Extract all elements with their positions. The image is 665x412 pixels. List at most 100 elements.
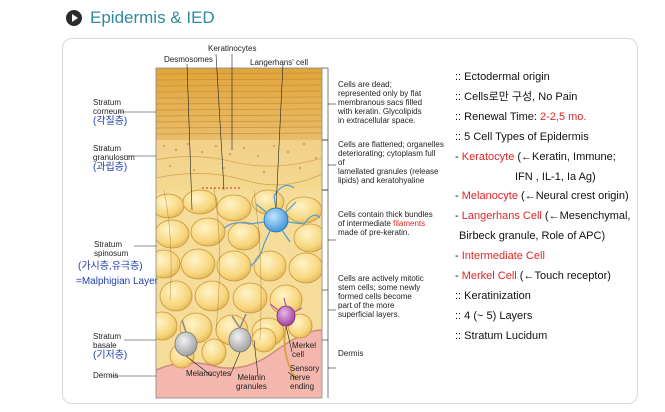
note-prefix: - (455, 270, 462, 283)
label-line: ending (290, 382, 315, 391)
korean-label: (각질층) (93, 116, 128, 127)
label-line: granulosum (93, 153, 135, 162)
granulosum-description: Cells are flattened; organelles deterior… (338, 140, 444, 185)
note-line: - Melanocyte (←Neural crest origin) (455, 187, 645, 207)
spinosum-description: Cells contain thick bundles of intermedi… (338, 210, 433, 237)
desc-line: lipids) and keratohyaline (338, 176, 425, 185)
note-text: Keratinization (464, 289, 531, 302)
malphigian-label: =Malphigian Layer (76, 276, 158, 287)
note-line: :: 4 (~ 5) Layers (455, 307, 645, 327)
note-text: Cells로만 구성, No Pain (464, 90, 578, 103)
note-prefix: :: (455, 309, 465, 322)
label-line: corneum (93, 107, 125, 116)
note-text: Stratum Lucidum (464, 329, 548, 342)
desc-line: of intermediate filaments (338, 219, 433, 228)
epidermis-diagram: Keratinocytes Desmosomes Langerhans' cel… (64, 40, 444, 400)
epidermis-illustration (110, 53, 336, 399)
label-line: cell (292, 350, 305, 359)
circle-arrow-bullet-icon (66, 10, 82, 26)
stratum-corneum-label: Stratum corneum (각질층) (93, 98, 127, 128)
corneum-description: Cells are dead; represented only by flat… (338, 80, 422, 125)
note-text: Birbeck granule, Role of APC) (459, 230, 606, 243)
melanocytes-label: Melanocytes (186, 369, 231, 378)
note-prefix: :: (455, 130, 465, 143)
note-line: :: Keratinization (455, 287, 645, 307)
desc-line: Cells are flattened; organelles (338, 140, 444, 149)
filaments-highlight: filaments (393, 219, 426, 228)
note-prefix: :: (455, 90, 465, 103)
stratum-basale-label: Stratum basale (기저층) (93, 332, 127, 362)
note-line: :: Renewal Time: 2-2,5 mo. (455, 108, 645, 128)
note-line: :: Ectodermal origin (455, 68, 645, 88)
korean-label: (가시층,유극층) (78, 261, 143, 272)
note-text: 5 Cell Types of Epidermis (464, 130, 589, 143)
label-line: Merkel (292, 341, 317, 350)
label-line: spinosum (94, 249, 129, 258)
note-line: :: 5 Cell Types of Epidermis (455, 128, 645, 148)
label-line: Sensory (290, 364, 320, 373)
label-line: Stratum (93, 332, 122, 341)
desc-line: superficial layers. (338, 310, 400, 319)
label-line: Melanin (237, 373, 266, 382)
korean-label: (과립층) (93, 162, 128, 173)
desc-line: lamellated granules (release (338, 167, 439, 176)
stratum-granulosum-label: Stratum granulosum (과립층) (93, 144, 135, 174)
dermis-right-label: Dermis (338, 349, 364, 358)
desc-line: Cells contain thick bundles (338, 210, 433, 219)
label-line: Stratum (94, 240, 123, 249)
note-line: :: Cells로만 구성, No Pain (455, 88, 645, 108)
label-line: nerve (290, 373, 311, 382)
desc-line: part of the more (338, 301, 395, 310)
label-line: Stratum (93, 98, 122, 107)
desmosomes-label: Desmosomes (164, 55, 213, 64)
note-prefix: :: (455, 71, 465, 83)
note-text: 4 (~ 5) Layers (464, 309, 533, 322)
basale-description: Cells are actively mitotic stem cells; s… (338, 274, 424, 319)
page-title: Epidermis & IED (90, 8, 215, 27)
note-red-text: Merkel Cell (461, 270, 517, 283)
note-line: - Langerhans Cell (←Mesenchymal, (455, 207, 645, 227)
note-prefix: :: (455, 329, 465, 342)
note-red-text: Melanocyte (461, 190, 518, 203)
melanin-granules-label: Melanin granules (236, 373, 267, 391)
note-line: IFN , IL-1, Ia Ag) (455, 168, 645, 188)
note-red-text: Langerhans Cell (461, 210, 542, 223)
notes-list: :: Ectodermal origin :: Cells로만 구성, No P… (455, 68, 645, 347)
note-text: (←Keratin, Immune; (514, 150, 616, 163)
note-text: (←Neural crest origin) (518, 190, 629, 203)
note-red-text: Intermediate Cell (461, 250, 545, 263)
note-line: - Keratocyte (←Keratin, Immune; (455, 148, 645, 168)
note-line: Birbeck granule, Role of APC) (455, 227, 645, 247)
note-prefix: :: (455, 110, 465, 123)
note-text: Ectodermal origin (464, 71, 550, 83)
desc-line: represented only by flat (338, 89, 422, 98)
merkel-cell-label: Merkel cell (292, 341, 316, 359)
desc-text: of intermediate (338, 219, 394, 228)
desc-line: with keratin. Glycolipids (338, 107, 422, 116)
note-prefix: :: (455, 289, 465, 302)
keratinocytes-label: Keratinocytes (208, 44, 257, 53)
sensory-nerve-ending-label: Sensory nerve ending (290, 364, 319, 391)
note-prefix: - (455, 210, 462, 223)
label-line: basale (93, 341, 117, 350)
desc-line: stem cells; some newly (338, 283, 421, 292)
section-header: Epidermis & IED (66, 6, 215, 30)
note-line: :: Stratum Lucidum (455, 327, 645, 347)
langerhans-label: Langerhans' cell (250, 58, 309, 67)
stratum-spinosum-label: Stratum spinosum (가시층,유극층) =Malphigian L… (76, 240, 158, 288)
desc-line: in extracellular space. (338, 116, 416, 125)
label-line: Stratum (93, 144, 122, 153)
note-red-text: 2-2,5 mo. (539, 110, 587, 123)
note-line: - Intermediate Cell (455, 247, 645, 267)
note-prefix: - (455, 250, 462, 263)
note-red-text: Keratocyte (461, 150, 515, 163)
desc-line: Cells are dead; (338, 80, 392, 89)
note-prefix: - (455, 190, 462, 203)
desc-line: Cells are actively mitotic (338, 274, 424, 283)
desc-line: made of pre-keratin. (338, 228, 410, 237)
korean-label: (기저층) (93, 350, 128, 361)
note-text: IFN , IL-1, Ia Ag) (515, 170, 596, 183)
note-text: (←Touch receptor) (516, 270, 611, 283)
desc-line: membranous sacs filled (338, 98, 423, 107)
dermis-left-label: Dermis (93, 371, 119, 380)
